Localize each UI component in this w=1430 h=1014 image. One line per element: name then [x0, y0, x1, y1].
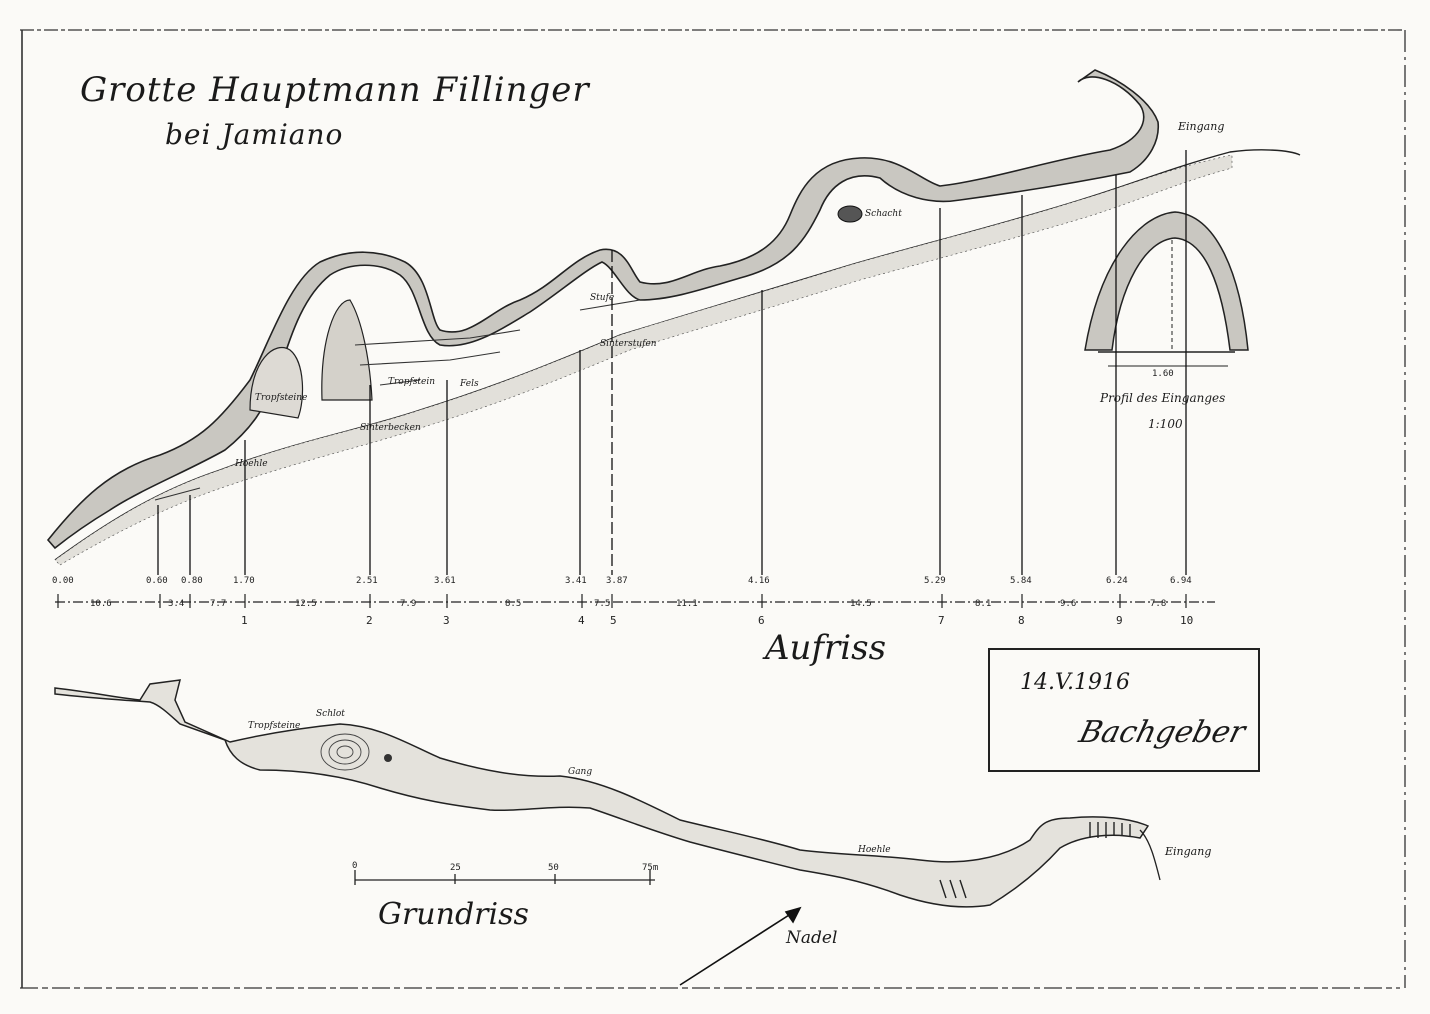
section-annotation: Fels — [459, 379, 479, 389]
scale-tick: 50 — [548, 863, 559, 873]
scale-tick-labels: 0 25 50 75m — [352, 861, 658, 873]
depth-value: 3.41 — [565, 576, 587, 586]
section-annotation: Schacht — [865, 209, 902, 219]
plan-chamber-contours — [320, 733, 370, 771]
section-chamber-pillars — [321, 299, 373, 401]
depth-value: 3.87 — [606, 576, 628, 586]
north-arrow — [679, 906, 802, 986]
section-floor-line — [54, 149, 1301, 561]
plan-entrance-label: Eingang — [1165, 845, 1212, 858]
plan-scale-bar — [354, 870, 655, 885]
leg-length: 10.6 — [90, 599, 112, 609]
leg-length: 7.5 — [594, 599, 610, 609]
leg-length: 8.1 — [975, 599, 991, 609]
survey-date: 14.V.1916 — [1020, 670, 1131, 695]
profile-width: 1.60 — [1152, 369, 1174, 379]
depth-value: 2.51 — [356, 576, 378, 586]
profile-scale: 1:100 — [1148, 417, 1183, 431]
station-number: 10 — [1180, 614, 1193, 627]
leg-length: 8.5 — [505, 599, 521, 609]
section-ledges — [154, 299, 641, 501]
station-verticals — [157, 150, 1187, 575]
station-number: 8 — [1018, 614, 1025, 627]
depth-value: 0.80 — [181, 576, 203, 586]
plan-view-label: Grundriss — [378, 897, 529, 932]
station-number: 5 — [610, 614, 617, 627]
station-number: 9 — [1116, 614, 1123, 627]
depth-value: 0.00 — [52, 576, 74, 586]
section-annotation: Sinterstufen — [600, 339, 657, 349]
section-chamber-left — [249, 346, 304, 419]
station-number: 2 — [366, 614, 373, 627]
plan-annotation: Hoehle — [857, 845, 891, 855]
depth-value: 6.94 — [1170, 576, 1192, 586]
section-rock-ceiling — [46, 69, 1159, 550]
leg-length: 11.1 — [676, 599, 698, 609]
scale-tick: 0 — [352, 861, 357, 871]
depth-value: 5.29 — [924, 576, 946, 586]
surveyor-signature: Bachgeber — [1075, 715, 1249, 750]
section-baseline — [55, 594, 1215, 608]
plan-annotation: Tropfsteine — [248, 721, 300, 731]
section-annotation: Sinterbecken — [360, 423, 421, 433]
depth-value: 1.70 — [233, 576, 255, 586]
leg-length: 14.5 — [850, 599, 872, 609]
drawing-subtitle: bei Jamiano — [165, 118, 344, 151]
leg-length: 7.7 — [210, 599, 226, 609]
section-view-label: Aufriss — [765, 628, 887, 668]
section-annotation: Tropfsteine — [255, 393, 307, 403]
depth-value: 0.60 — [146, 576, 168, 586]
section-view — [46, 69, 1301, 608]
leg-length: 9.6 — [1060, 599, 1076, 609]
depth-value: 5.84 — [1010, 576, 1032, 586]
north-arrow-label: Nadel — [786, 928, 838, 948]
leg-length: 3.4 — [168, 599, 184, 609]
date-signature-box: 14.V.1916 Bachgeber — [988, 648, 1260, 772]
section-annotation: Stufe — [590, 293, 614, 303]
leg-length: 7.9 — [400, 599, 416, 609]
plan-hatching — [939, 822, 1131, 899]
leg-length: 7.8 — [1150, 599, 1166, 609]
station-number: 3 — [443, 614, 450, 627]
station-number: 4 — [578, 614, 585, 627]
entrance-profile — [1084, 211, 1249, 367]
section-annotation: Tropfstein — [388, 377, 435, 387]
depth-value: 6.24 — [1106, 576, 1128, 586]
plan-annotation: Gang — [568, 767, 592, 777]
scale-tick: 25 — [450, 863, 461, 873]
section-floor-fill — [54, 154, 1233, 566]
leg-length-labels: 10.6 3.4 7.7 12.5 7.9 8.5 7.5 11.1 14.5 8.1 9.6 7.8 — [90, 599, 1166, 609]
section-boulder — [837, 205, 863, 223]
station-number-labels: 1 2 3 4 5 6 7 8 9 10 — [241, 614, 1193, 627]
plan-entrance-lines — [1139, 829, 1161, 881]
station-number: 6 — [758, 614, 765, 627]
station-number: 1 — [241, 614, 248, 627]
drawing-title: Grotte Hauptmann Fillinger — [80, 70, 590, 110]
plan-passage — [54, 679, 1150, 908]
section-annotation: Hoehle — [234, 459, 268, 469]
section-entrance-label: Eingang — [1177, 120, 1224, 133]
plan-annotation: Schlot — [316, 709, 345, 719]
station-number: 7 — [938, 614, 945, 627]
depth-value: 3.61 — [434, 576, 456, 586]
depth-value: 4.16 — [748, 576, 770, 586]
scale-tick: 75m — [642, 863, 658, 873]
depth-value-labels: 0.00 0.60 0.80 1.70 2.51 3.61 3.41 3.87 4.16 5.29… — [52, 576, 1192, 586]
plan-sinkhole — [384, 754, 392, 762]
plan-view — [54, 679, 1161, 986]
leg-length: 12.5 — [295, 599, 317, 609]
profile-caption: Profil des Einganges — [1099, 391, 1225, 405]
sheet-border — [20, 29, 1406, 989]
